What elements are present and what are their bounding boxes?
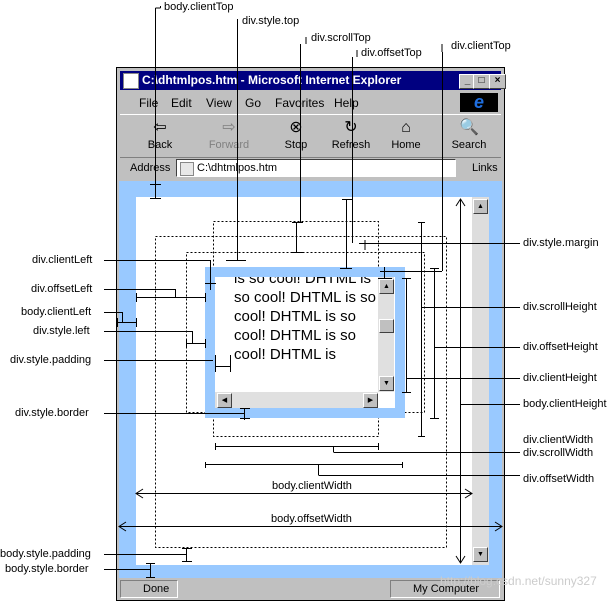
title-bar: C:\dhtmlpos.htm - Microsoft Internet Exp… (120, 71, 506, 90)
zone-text: My Computer (413, 583, 480, 595)
search-button[interactable]: 🔍 Search (447, 117, 491, 151)
div-scroll-down-icon[interactable]: ▼ (379, 376, 394, 391)
label-div-style-border: div.style.border (15, 407, 89, 419)
div-text: is so cool! DHTML is so cool! DHTML is s… (234, 277, 376, 363)
stop-button[interactable]: ⊗ Stop (276, 117, 316, 151)
label-div-offsetHeight: div.offsetHeight (523, 341, 598, 353)
forward-arrow-icon: ⇨ (222, 119, 236, 136)
refresh-button[interactable]: ↻ Refresh (328, 117, 374, 151)
menu-file[interactable]: File (139, 96, 159, 110)
ie-page-icon (123, 73, 139, 89)
label-body-clientTop: body.clientTop (164, 1, 234, 13)
label-div-offsetLeft: div.offsetLeft (31, 283, 93, 295)
refresh-label: Refresh (331, 139, 371, 151)
back-button[interactable]: ⇦ Back (140, 117, 180, 151)
div-horizontal-scrollbar[interactable]: ◀ ▶ (215, 392, 378, 408)
home-icon: ⌂ (401, 119, 411, 136)
forward-button[interactable]: ⇨ Forward (205, 117, 253, 151)
label-div-style-padding: div.style.padding (10, 354, 92, 366)
back-label: Back (147, 139, 173, 151)
label-div-scrollTop: div.scrollTop (311, 32, 371, 44)
label-div-clientWidth: div.clientWidth (523, 434, 594, 446)
scroll-down-icon[interactable]: ▼ (473, 547, 488, 562)
menu-favorites[interactable]: Favorites (275, 96, 325, 110)
label-div-scrollHeight: div.scrollHeight (523, 301, 597, 313)
search-label: Search (451, 139, 487, 151)
div-scroll-up-icon[interactable]: ▲ (379, 279, 394, 294)
status-bar: Done My Computer (120, 580, 501, 599)
label-body-clientWidth: body.clientWidth (272, 480, 352, 492)
scroll-up-icon[interactable]: ▲ (473, 199, 488, 214)
refresh-icon: ↻ (344, 119, 358, 136)
label-div-clientLeft: div.clientLeft (32, 254, 93, 266)
label-div-style-margin: div.style.margin (523, 237, 599, 249)
div-scroll-thumb[interactable] (379, 319, 394, 333)
div-scroll-left-icon[interactable]: ◀ (217, 393, 232, 408)
div-vertical-scrollbar[interactable]: ▲ ▼ (378, 277, 394, 392)
page-vertical-scrollbar[interactable]: ▲ ▼ (472, 197, 489, 565)
menu-edit[interactable]: Edit (171, 96, 192, 110)
label-div-clientHeight: div.clientHeight (523, 372, 597, 384)
label-body-style-padding: body.style.padding (0, 548, 91, 560)
links-label[interactable]: Links (472, 162, 498, 174)
toolbar: ⇦ Back ⇨ Forward ⊗ Stop ↻ Refresh ⌂ Home… (120, 114, 501, 158)
stop-label: Stop (284, 139, 308, 151)
label-body-style-border: body.style.border (5, 563, 89, 575)
label-div-style-left: div.style.left (33, 325, 90, 337)
status-panel: Done (120, 580, 178, 598)
close-button[interactable]: × (489, 74, 506, 89)
label-div-offsetWidth: div.offsetWidth (523, 473, 595, 485)
zone-panel: My Computer (390, 580, 500, 598)
menu-go[interactable]: Go (245, 96, 262, 110)
label-body-clientLeft: body.clientLeft (21, 306, 92, 318)
label-body-clientHeight: body.clientHeight (523, 398, 607, 410)
window-title: C:\dhtmlpos.htm - Microsoft Internet Exp… (142, 73, 402, 87)
page-icon (180, 162, 194, 176)
menu-view[interactable]: View (206, 96, 232, 110)
label-div-offsetTop: div.offsetTop (361, 47, 422, 59)
back-arrow-icon: ⇦ (153, 119, 167, 136)
home-label: Home (391, 139, 421, 151)
search-icon: 🔍 (459, 119, 479, 136)
watermark: http://blog.csdn.net/sunny327 (440, 574, 597, 588)
forward-label: Forward (208, 139, 250, 151)
address-label: Address (130, 162, 171, 174)
label-div-scrollWidth: div.scrollWidth (523, 447, 594, 459)
ie-logo-icon: e (460, 93, 498, 112)
status-text: Done (143, 583, 170, 595)
div-client-area: is so cool! DHTML is so cool! DHTML is s… (215, 277, 395, 408)
label-div-style-top: div.style.top (242, 15, 300, 27)
div-scroll-right-icon[interactable]: ▶ (363, 393, 378, 408)
home-button[interactable]: ⌂ Home (386, 117, 426, 151)
label-div-clientTop: div.clientTop (451, 40, 511, 52)
stop-icon: ⊗ (289, 119, 303, 136)
label-body-offsetWidth: body.offsetWidth (271, 513, 352, 525)
